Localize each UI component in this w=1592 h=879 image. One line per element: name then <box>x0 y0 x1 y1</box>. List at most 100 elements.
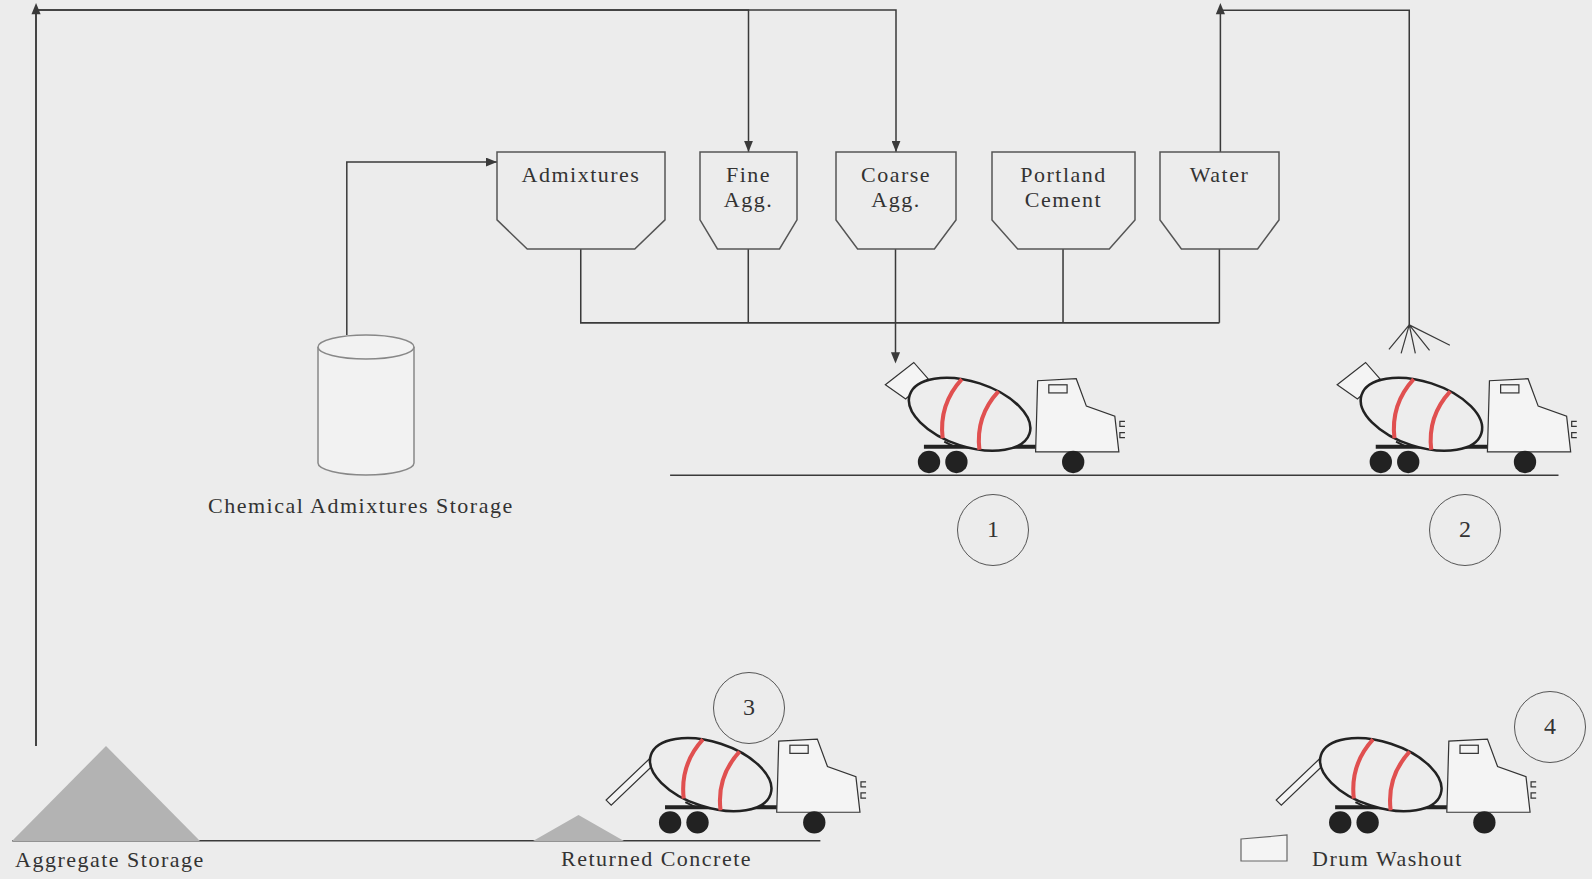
drum-stripe <box>936 377 962 438</box>
shape-area <box>1241 835 1287 861</box>
material-pile: Returned Concrete <box>533 815 813 875</box>
part-name: Chemical Admixtures Storage <box>208 493 590 518</box>
truck-chute <box>606 759 654 805</box>
flow-arrow <box>36 10 896 746</box>
part-name: Aggregate Storage <box>15 847 252 872</box>
truck-wheel <box>1397 451 1419 473</box>
truck-lights <box>861 782 866 798</box>
pile-shape <box>12 746 200 841</box>
arrow-head <box>891 352 900 363</box>
material-pile: Aggregate Storage <box>12 746 252 874</box>
truck-cab <box>1447 739 1530 812</box>
shape-outline <box>12 746 200 841</box>
shape-outline <box>1241 835 1287 861</box>
mixer-truck <box>1276 724 1536 833</box>
bin-label: Admixtures <box>497 152 665 187</box>
mixer-truck <box>1337 362 1577 473</box>
truck-drum <box>1311 724 1451 825</box>
mixer-truck <box>885 362 1125 473</box>
callout-number: 2 <box>1429 494 1501 566</box>
discharge-pipe <box>895 249 897 354</box>
truck-cab <box>777 739 860 812</box>
shape-outline <box>533 815 624 841</box>
drum-body <box>1352 364 1492 465</box>
storage-bin: Admixtures <box>497 152 665 249</box>
arrow-head <box>1216 3 1225 14</box>
water-spray <box>1389 325 1450 353</box>
shape-area <box>12 746 200 841</box>
drum-stripe <box>1384 749 1410 810</box>
truck-wheel <box>659 811 681 833</box>
callout-number: 4 <box>1514 691 1586 763</box>
bin-shape <box>700 152 797 249</box>
drum-stripe <box>677 737 703 798</box>
truck-wheel <box>1370 451 1392 473</box>
washout-pit: Drum Washout <box>1241 835 1516 875</box>
truck-wheel <box>686 811 708 833</box>
truck-cab <box>1487 379 1570 452</box>
discharge-pipe <box>581 249 1220 323</box>
truck-drum <box>1352 364 1492 465</box>
flow-arrow <box>347 162 497 335</box>
bin-shape <box>992 152 1135 249</box>
cab-window <box>1501 385 1519 393</box>
bin-shape <box>1160 152 1279 249</box>
drum-stripe <box>1347 737 1373 798</box>
tank-body <box>318 347 414 475</box>
callout-number: 3 <box>743 694 755 722</box>
bin-label: Coarse Agg. <box>836 152 956 213</box>
truck-wheel <box>1329 811 1351 833</box>
truck-wheel <box>803 811 825 833</box>
shape-outline <box>318 335 414 475</box>
truck-wheel <box>1062 451 1084 473</box>
drum-stripe <box>1424 389 1450 450</box>
truck-wheel <box>1514 451 1536 473</box>
callout-number: 1 <box>957 494 1029 566</box>
drum-stripe <box>1388 377 1414 438</box>
chemical-storage-tank: Chemical Admixtures Storage <box>208 335 590 520</box>
bin-label: Water <box>1160 152 1279 187</box>
storage-bin: Water <box>1160 152 1279 249</box>
truck-lights <box>1120 421 1125 437</box>
cab-window <box>1460 745 1478 753</box>
truck-wheel <box>918 451 940 473</box>
drum-body <box>900 364 1040 465</box>
callout-number: 1 <box>987 516 999 544</box>
shape-area <box>533 815 624 841</box>
truck-drum <box>900 364 1040 465</box>
flow-arrow <box>36 10 749 746</box>
ground-line <box>670 474 1558 476</box>
storage-bin: Portland Cement <box>992 152 1135 249</box>
truck-wheel <box>1473 811 1495 833</box>
callout-number: 4 <box>1544 713 1556 741</box>
truck-chute <box>1276 759 1324 805</box>
illustration <box>12 3 1577 841</box>
cab-window <box>790 745 808 753</box>
shape-area <box>318 335 414 475</box>
truck-wheel <box>945 451 967 473</box>
part-name: Returned Concrete <box>561 846 813 871</box>
bin-label: Portland Cement <box>992 152 1135 213</box>
bin-shape <box>836 152 956 249</box>
cab-window <box>1049 385 1067 393</box>
callout-number: 2 <box>1459 516 1471 544</box>
drum-stripe <box>973 389 999 450</box>
drum-body <box>1311 724 1451 825</box>
bin-shape <box>497 152 665 249</box>
tank-top <box>318 335 414 359</box>
drum-stripe <box>714 749 740 810</box>
storage-bin: Coarse Agg. <box>836 152 956 249</box>
bin-label: Fine Agg. <box>700 152 797 213</box>
truck-lights <box>1531 782 1536 798</box>
pit-shape <box>1241 835 1287 861</box>
storage-bin: Fine Agg. <box>700 152 797 249</box>
truck-cab <box>1036 379 1119 452</box>
part-name: Drum Washout <box>1312 846 1516 871</box>
pile-shape <box>533 815 624 841</box>
truck-wheel <box>1356 811 1378 833</box>
callout-number: 3 <box>713 672 785 744</box>
truck-lights <box>1572 421 1577 437</box>
